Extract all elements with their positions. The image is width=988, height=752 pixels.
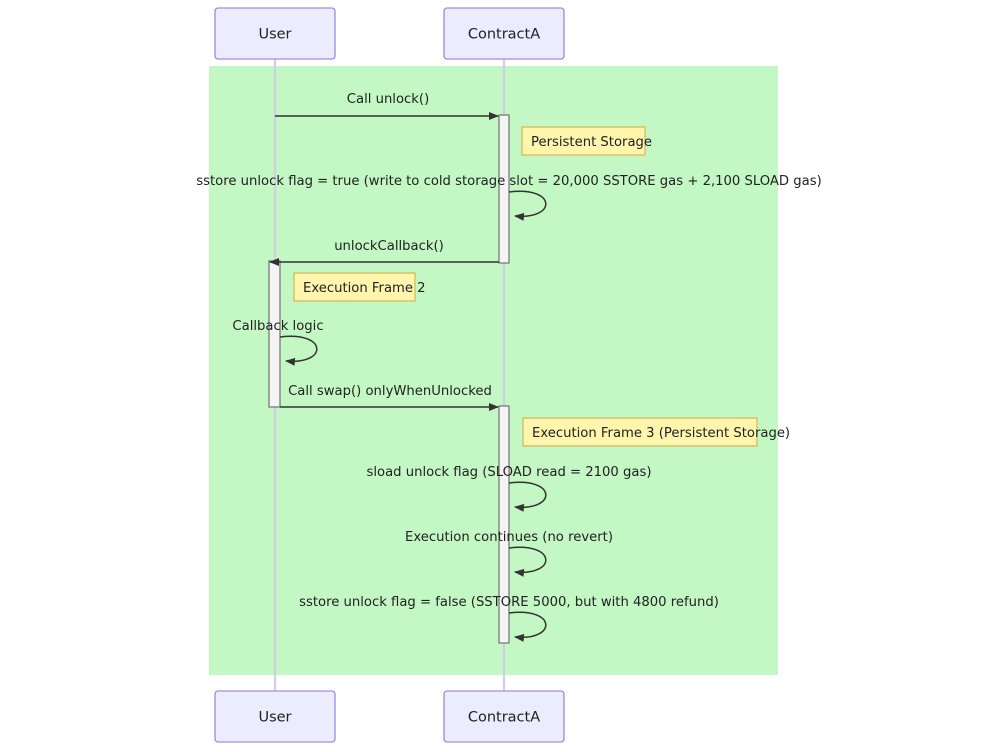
message-label: Callback logic (232, 319, 323, 334)
activation-bar-layer (268, 114, 510, 644)
block-background-layer (209, 66, 778, 675)
note-label: Execution Frame 2 (303, 281, 426, 296)
participant-label: ContractA (468, 27, 540, 43)
participant-box[interactable] (443, 690, 565, 743)
message-layer: Call unlock() sstore unlock flag = true (… (196, 92, 822, 642)
message-m5: Call swap() onlyWhenUnlocked (280, 384, 499, 411)
execution-block-background (209, 66, 778, 675)
message-m6: sload unlock flag (SLOAD read = 2100 gas… (367, 465, 652, 512)
note-n2: Execution Frame 2 (293, 272, 426, 302)
message-m8: sstore unlock flag = false (SSTORE 5000,… (299, 595, 719, 642)
participant-box[interactable] (214, 7, 336, 60)
note-n1: Persistent Storage (521, 126, 652, 156)
note-n3: Execution Frame 3 (Persistent Storage) (522, 417, 790, 447)
note-box (522, 417, 758, 447)
message-label: sload unlock flag (SLOAD read = 2100 gas… (367, 465, 652, 480)
message-label: Call swap() onlyWhenUnlocked (288, 384, 492, 399)
message-label: Execution continues (no revert) (405, 530, 613, 545)
message-m7: Execution continues (no revert) (405, 530, 613, 577)
note-label: Persistent Storage (531, 135, 652, 150)
participant-label: User (258, 27, 291, 43)
self-loop-arrow (508, 611, 547, 642)
message-label: sstore unlock flag = false (SSTORE 5000,… (299, 595, 719, 610)
message-label: unlockCallback() (334, 239, 444, 254)
message-m4: Callback logic (232, 319, 324, 366)
note-box (293, 272, 416, 302)
message-m1: Call unlock() (275, 92, 499, 120)
activation-bar-user-2 (268, 260, 281, 408)
activation-bar-contracta-3 (498, 405, 510, 644)
self-loop-arrow (508, 481, 547, 512)
participant-label: User (258, 710, 291, 726)
self-loop-arrow (508, 190, 547, 221)
participant-top-0[interactable]: User (214, 7, 336, 60)
note-label: Execution Frame 3 (Persistent Storage) (532, 426, 790, 441)
activation-bar-contracta-1 (498, 114, 510, 264)
participant-box[interactable] (214, 690, 336, 743)
self-loop-arrow (279, 335, 318, 366)
note-box (521, 126, 646, 156)
self-loop-arrow (508, 546, 547, 577)
message-label: Call unlock() (347, 92, 429, 107)
message-label: sstore unlock flag = true (write to cold… (196, 174, 822, 189)
message-m2: sstore unlock flag = true (write to cold… (196, 174, 822, 221)
participant-bottom-0[interactable]: User (214, 690, 336, 743)
message-m3: unlockCallback() (269, 239, 499, 266)
participant-box[interactable] (443, 7, 565, 60)
participant-top-1[interactable]: ContractA (443, 7, 565, 60)
participant-label: ContractA (468, 710, 540, 726)
participant-bottom-1[interactable]: ContractA (443, 690, 565, 743)
